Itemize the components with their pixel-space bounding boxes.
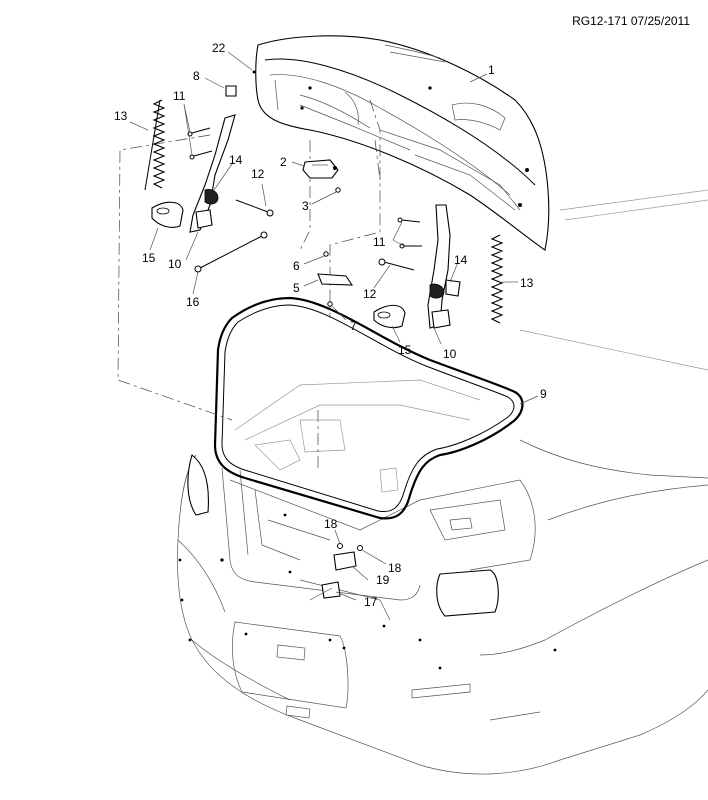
trunk-floor-detail [234,379,481,493]
callout-8: 8 [193,69,200,83]
latch-parts [302,159,363,601]
diagram-reference-code: RG12-171 07/25/2011 [572,14,690,28]
callout-19: 19 [376,573,390,587]
callout-12-right: 12 [363,287,377,301]
callout-11-right: 11 [373,235,386,249]
callout-13-left: 13 [114,109,128,123]
callout-3: 3 [302,199,309,213]
callout-labels: 1 2 3 5 6 7 8 9 10 10 11 11 12 12 13 13 … [114,41,547,609]
vehicle-rear-body [177,189,708,775]
callout-14-left: 14 [229,153,243,167]
leader-lines [129,51,539,601]
callout-22: 22 [212,41,226,55]
callout-15-left: 15 [142,251,156,265]
callout-15-right: 15 [398,343,412,357]
callout-18-right: 18 [388,561,402,575]
callout-7: 7 [350,319,357,333]
callout-2: 2 [280,155,287,169]
callout-5: 5 [293,281,300,295]
callout-16: 16 [186,295,200,309]
callout-9: 9 [540,387,547,401]
deck-lid [255,35,550,251]
callout-17: 17 [364,595,378,609]
callout-10-right: 10 [443,347,457,361]
callout-11-left: 11 [173,89,186,103]
left-hinge-assembly [144,70,274,273]
assembly-lines [117,99,381,421]
callout-6: 6 [293,259,300,273]
callout-12-left: 12 [251,167,265,181]
weatherstrip [213,296,524,520]
callout-10-left: 10 [168,257,182,271]
callout-13-right: 13 [520,276,534,290]
callout-18-top: 18 [324,517,338,531]
callout-14-right: 14 [454,253,468,267]
right-hinge-assembly [373,204,504,329]
callout-1: 1 [488,63,495,77]
